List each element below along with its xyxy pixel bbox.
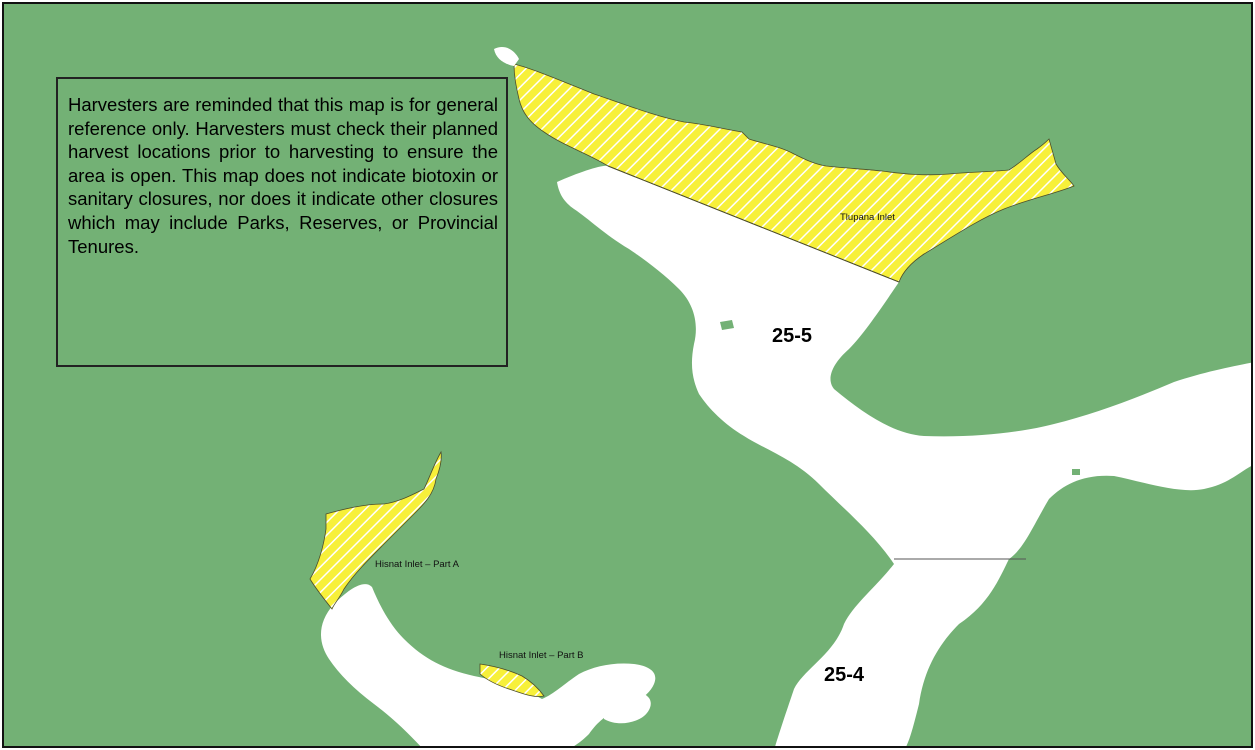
tlupana-inlet-area[interactable] — [513, 63, 1075, 283]
disclaimer-text: Harvesters are reminded that this map is… — [68, 94, 498, 257]
label-subarea-25-4: 25-4 — [824, 664, 865, 686]
hisnit-inlet-part-a-area[interactable] — [309, 450, 442, 610]
disclaimer-box: Harvesters are reminded that this map is… — [56, 77, 508, 367]
label-hisnit-part-b: Hisnat Inlet – Part B — [499, 650, 583, 661]
island — [720, 320, 734, 330]
hisnit-inlet-part-b-area[interactable] — [479, 663, 545, 697]
island — [1072, 469, 1080, 475]
water-main-inlet — [557, 165, 1251, 746]
tlupana-closing-line — [607, 165, 900, 283]
label-hisnit-part-a: Hisnat Inlet – Part A — [375, 559, 460, 570]
water-hisnit-arm — [321, 584, 656, 746]
label-subarea-25-5: 25-5 — [772, 325, 812, 347]
water-small-channel — [604, 692, 651, 724]
tlupana-spit — [494, 47, 519, 66]
label-tlupana-inlet: Tlupana Inlet — [840, 212, 895, 223]
